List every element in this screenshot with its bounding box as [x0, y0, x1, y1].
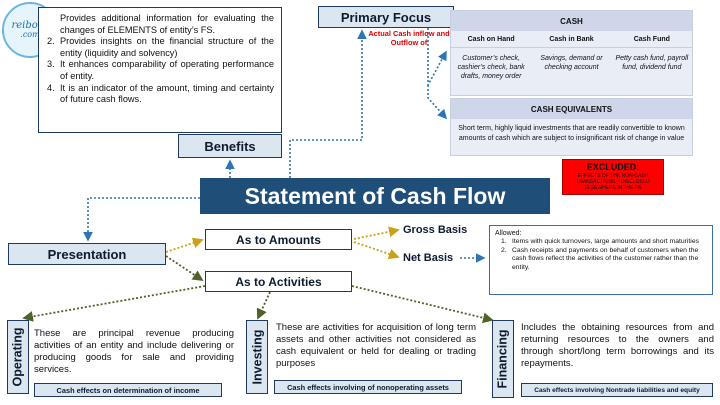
main-title-box: Statement of Cash Flow: [200, 178, 550, 214]
presentation-label: Presentation: [8, 243, 166, 265]
benefit-item: 3. It enhances comparability of operating…: [47, 59, 274, 82]
investing-description: These are activities for acquisition of …: [276, 322, 476, 369]
cash-flow-note: Actual Cash inflow and Outflow of: [368, 29, 450, 47]
benefit-item: 2. Provides insights on the financial str…: [47, 36, 274, 59]
logo-text-line1: reibora: [11, 20, 49, 31]
benefit-item-num: [47, 13, 60, 36]
benefit-item-text: It enhances comparability of operating p…: [60, 59, 274, 81]
as-to-amounts-label: As to Amounts: [205, 229, 352, 250]
benefits-list: Provides additional information for eval…: [39, 8, 281, 106]
financing-label-text: Financing: [496, 329, 510, 389]
excluded-detail: EFFECTS OF THE NON-CASH TRANSACTIONS – D…: [576, 173, 650, 191]
operating-label: Operating: [7, 320, 29, 394]
financing-label: Financing: [492, 320, 514, 398]
cash-column-body: Savings, demand or checking account: [540, 55, 603, 71]
benefit-item: 4. It is an indicator of the amount, timi…: [47, 83, 274, 106]
net-basis-label: Net Basis: [403, 252, 454, 264]
cash-column-body: Customer’s check, cashier’s check, bank …: [457, 55, 525, 80]
cash-column-in-bank: Cash in Bank Savings, demand or checking…: [531, 31, 612, 81]
page-title: Statement of Cash Flow: [244, 182, 506, 209]
benefit-item: Provides additional information for eval…: [47, 13, 274, 36]
cash-columns: Cash on Hand Customer’s check, cashier’s…: [451, 31, 692, 81]
allowed-item-num: 1.: [501, 238, 507, 245]
allowed-list: 1. Items with quick turnovers, large amou…: [495, 238, 707, 272]
cash-column-on-hand: Cash on Hand Customer’s check, cashier’s…: [451, 31, 532, 81]
cash-equivalents-description: Short term, highly liquid investments th…: [458, 125, 685, 142]
operating-label-text: Operating: [11, 327, 26, 387]
excluded-box: EXCLUDED: EFFECTS OF THE NON-CASH TRANSA…: [562, 159, 664, 195]
logo-text-line2: .com: [20, 30, 40, 39]
financing-effect: Cash effects involving Nontrade liabilit…: [521, 383, 713, 397]
benefit-item-num: 2.: [47, 36, 55, 47]
cash-equivalents-title: CASH EQUIVALENTS: [451, 99, 692, 119]
allowed-item-text: Cash receipts and payments on behalf of …: [512, 246, 699, 271]
benefits-list-box: Provides additional information for eval…: [38, 7, 282, 133]
cash-column-body: Petty cash fund, payroll fund, dividend …: [615, 55, 689, 71]
cash-table: CASH Cash on Hand Customer’s check, cash…: [450, 10, 693, 96]
operating-description: These are principal revenue producing ac…: [34, 328, 234, 375]
allowed-item: 1. Items with quick turnovers, large amou…: [501, 238, 707, 247]
benefit-item-num: 3.: [47, 59, 55, 70]
investing-label-text: Investing: [250, 329, 264, 385]
cash-column-header: Cash in Bank: [531, 31, 612, 48]
cash-column-header: Cash Fund: [611, 31, 692, 48]
as-to-activities-label: As to Activities: [205, 271, 352, 292]
allowed-title: Allowed:: [495, 230, 522, 237]
financing-description: Includes the obtaining resources from an…: [521, 322, 714, 369]
benefit-item-text: It is an indicator of the amount, timing…: [60, 82, 274, 105]
cash-equivalents-box: CASH EQUIVALENTS Short term, highly liqu…: [450, 98, 693, 156]
benefit-item-text: Provides insights on the financial struc…: [60, 36, 274, 58]
allowed-item-text: Items with quick turnovers, large amount…: [512, 238, 699, 245]
excluded-title: EXCLUDED:: [586, 162, 640, 172]
allowed-box: Allowed: 1. Items with quick turnovers, l…: [489, 225, 713, 295]
benefits-label: Benefits: [178, 134, 282, 158]
allowed-item-num: 2.: [501, 246, 507, 254]
investing-effect: Cash effects involving of nonoperating a…: [274, 380, 462, 394]
primary-focus-label: Primary Focus: [318, 6, 454, 28]
cash-title: CASH: [451, 11, 692, 31]
benefit-item-text: Provides additional information for eval…: [60, 13, 274, 35]
investing-label: Investing: [246, 320, 268, 394]
cash-column-header: Cash on Hand: [451, 31, 532, 48]
cash-column-fund: Cash Fund Petty cash fund, payroll fund,…: [611, 31, 692, 81]
allowed-item: 2. Cash receipts and payments on behalf o…: [501, 247, 707, 273]
operating-effect: Cash effects on determination of income: [34, 383, 222, 397]
benefit-item-num: 4.: [47, 82, 55, 93]
gross-basis-label: Gross Basis: [403, 224, 468, 236]
